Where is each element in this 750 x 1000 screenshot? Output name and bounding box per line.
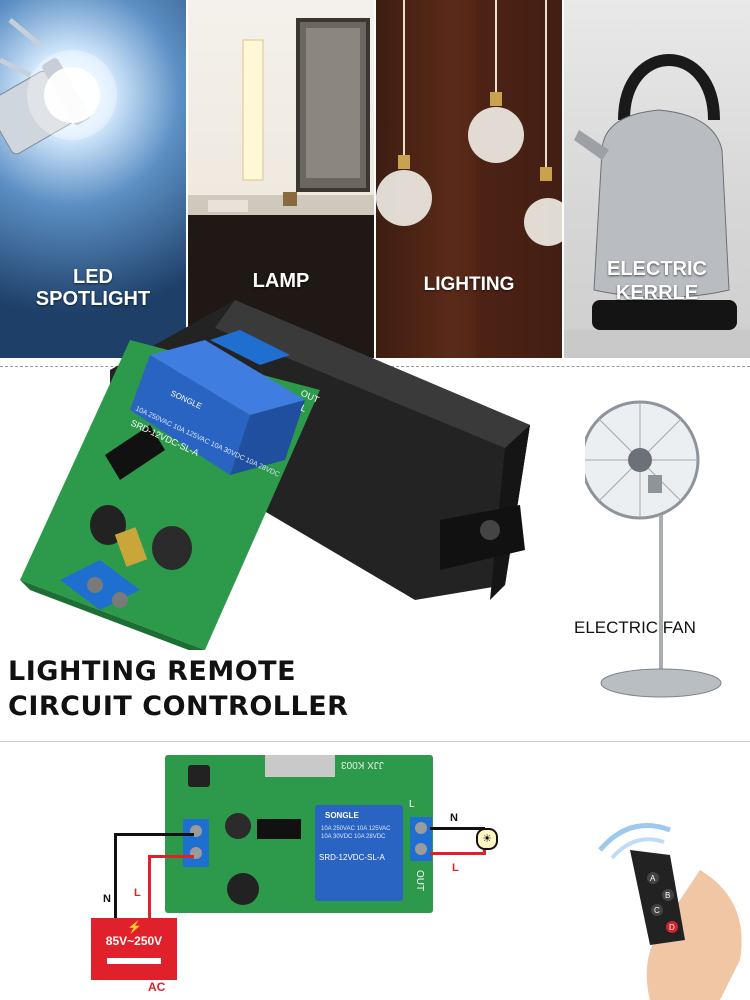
diagram-chip [265, 755, 335, 777]
bulb-icon: ☀ [476, 828, 498, 850]
remote-control-illustration: A B C D [598, 823, 742, 1000]
panel-lighting: LIGHTING [376, 0, 562, 358]
panel-electric-kettle: ELECTRIC KERRLE [564, 0, 750, 358]
antenna-coil [105, 425, 165, 480]
remote-button-b[interactable] [662, 889, 674, 901]
panel-label-line2: SPOTLIGHT [35, 288, 151, 310]
n-label-left: N [103, 893, 111, 905]
panel-label-lighting: LIGHTING [423, 274, 515, 295]
diagram-pcb: JJX K003 SONGLE 10A 250VAC 10A 125VAC 10… [165, 755, 433, 913]
button-switch [188, 765, 210, 787]
pendant-bulbs-illustration [376, 0, 562, 358]
panel-led-spotlight: LED SPOTLIGHT [0, 0, 186, 358]
l-label-right: L [452, 862, 459, 874]
capacitor [152, 526, 192, 570]
fan-label: ELECTRIC FAN [574, 618, 696, 637]
output-terminal [210, 330, 290, 365]
ac-supply-block: ⚡ 85V~250V [91, 918, 177, 980]
capacitor [227, 873, 259, 905]
capacitor [225, 813, 251, 839]
remote-button-a[interactable] [647, 872, 659, 884]
relay-model: SRD-12VDC-SL-A [319, 853, 385, 862]
remote-label-c: C [654, 906, 660, 915]
wire-live [148, 855, 151, 923]
antenna-coil [257, 819, 301, 839]
diagram-relay: SONGLE 10A 250VAC 10A 125VAC 10A 30VDC 1… [315, 805, 403, 901]
panel-lamp: LAMP [188, 0, 374, 358]
diagram-output-terminal [410, 817, 432, 861]
spotlight-illustration [0, 18, 117, 155]
panel-label-line1: ELECTRIC [607, 258, 707, 280]
wire-live [148, 855, 194, 858]
electric-fan-illustration [585, 400, 722, 698]
panel-label-lamp: LAMP [252, 270, 310, 292]
wire-neutral [114, 833, 117, 923]
supply-voltage-label: 85V~250V [105, 934, 163, 948]
capacitor-yellow [114, 527, 148, 567]
relay-component [130, 340, 305, 475]
diagram-l-label: L [409, 799, 415, 810]
l-label: L [299, 403, 308, 414]
diagram-input-terminal [183, 819, 209, 867]
panel-label-line2: KERRLE [615, 282, 699, 304]
remote-button-d[interactable] [666, 921, 678, 933]
title-line1: LIGHTING REMOTE [8, 656, 297, 687]
lightning-icon: ⚡ [127, 920, 142, 934]
wire-neutral [114, 833, 194, 836]
panel-label-line1: LED [73, 266, 113, 288]
remote-button-c[interactable] [651, 904, 663, 916]
relay-module-illustration: OUT L SONGLE 10A 250VAC 10A 125VAC 10A 3… [20, 300, 530, 650]
remote-label-b: B [665, 891, 670, 900]
remote-label-a: A [650, 874, 656, 883]
n-label-right: N [450, 812, 458, 824]
relay-brand: SONGLE [325, 811, 359, 820]
remote-body [630, 850, 685, 945]
relay-rating: 10A 250VAC 10A 125VAC 10A 30VDC 10A 28VD… [321, 826, 391, 840]
wire-neutral-out [430, 827, 485, 830]
remote-label-d: D [669, 923, 675, 932]
section-divider [0, 741, 750, 742]
title-line2: CIRCUIT CONTROLLER [8, 691, 349, 722]
pcb-text: JJX K003 [341, 759, 384, 770]
kettle-illustration [564, 54, 750, 358]
wire-live-out [430, 852, 485, 855]
l-label-left: L [134, 887, 141, 899]
ac-label: AC [148, 980, 166, 994]
diagram-out-label: OUT [414, 869, 426, 892]
